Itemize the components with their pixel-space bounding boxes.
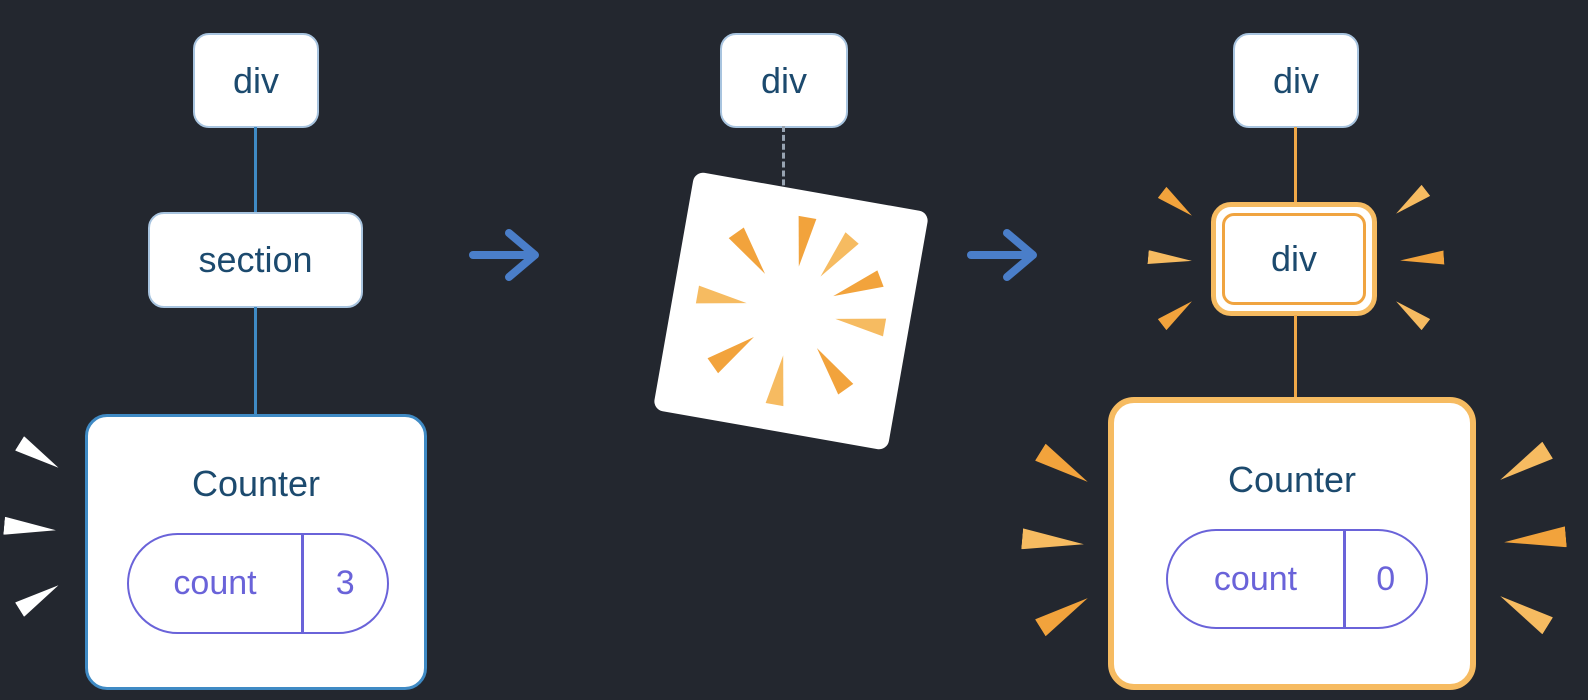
component-title: Counter (191, 463, 321, 504)
spark-icon (1495, 588, 1553, 635)
emphasis-mark-icon (3, 517, 56, 539)
counter-component-after: Counter count 0 (1108, 397, 1476, 690)
pill-divider (1343, 531, 1346, 627)
dom-node-div-root-removed: div (720, 33, 848, 128)
spark-icon (1158, 187, 1197, 221)
state-pill: count 3 (127, 533, 389, 634)
dom-node-div-new: div (1222, 213, 1366, 305)
emphasis-mark-icon (15, 578, 63, 617)
counter-component-before: Counter count 3 (85, 414, 427, 690)
tree-connector (254, 307, 257, 415)
pill-divider (301, 535, 304, 632)
tree-connector (254, 127, 257, 213)
spark-icon (1392, 296, 1431, 330)
poof-destroy-icon (652, 171, 930, 451)
burst-marks-icon (695, 215, 887, 407)
severed-connector (782, 126, 785, 212)
node-label: div (1270, 238, 1318, 279)
emphasis-mark-icon (15, 436, 63, 475)
spark-icon (1035, 444, 1093, 491)
state-key: count (173, 564, 257, 602)
node-label: div (232, 59, 280, 101)
state-key: count (1213, 559, 1298, 598)
dom-node-section-before: section (148, 212, 363, 308)
spark-icon (1158, 296, 1197, 330)
node-label: div (1272, 59, 1320, 101)
tree-connector-new (1294, 127, 1297, 204)
dom-node-div-new-highlight: div (1211, 202, 1377, 316)
spark-icon (1035, 590, 1093, 637)
tree-connector-new (1294, 315, 1297, 398)
transition-arrow-icon (467, 225, 547, 290)
state-value: 3 (335, 564, 355, 602)
transition-arrow-icon (965, 225, 1045, 290)
state-pill: count 0 (1166, 529, 1428, 629)
node-label: div (760, 59, 808, 101)
state-value: 0 (1376, 559, 1396, 598)
spark-icon (1392, 185, 1431, 219)
spark-icon (1495, 442, 1553, 489)
spark-icon (1021, 528, 1085, 554)
dom-node-div-root-after: div (1233, 33, 1359, 128)
dom-node-div-root-before: div (193, 33, 319, 128)
spark-icon (1147, 250, 1192, 268)
spark-icon (1503, 526, 1567, 552)
spark-icon (1400, 250, 1445, 267)
node-label: section (198, 239, 313, 280)
component-title: Counter (1227, 459, 1357, 500)
